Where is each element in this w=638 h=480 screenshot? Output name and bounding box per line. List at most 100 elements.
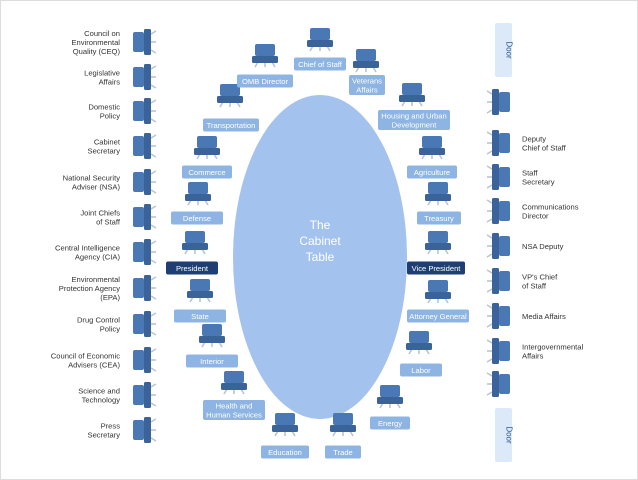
chair-icon	[486, 198, 510, 224]
left-wall-label: Adviser (NSA)	[72, 182, 121, 191]
chair-icon	[185, 182, 211, 206]
chair-icon	[486, 164, 510, 190]
chair-icon	[133, 98, 157, 124]
table-title: Table	[306, 250, 335, 264]
cabinet-seat[interactable]: Education	[261, 413, 309, 459]
chair-icon	[133, 311, 157, 337]
seat-label: Development	[392, 120, 438, 129]
cabinet-seat[interactable]: Trade	[325, 413, 361, 459]
cabinet-seat[interactable]: Labor	[400, 331, 442, 377]
cabinet-seat[interactable]: Agriculture	[407, 136, 457, 179]
chair-icon	[217, 84, 243, 108]
chair-icon	[353, 49, 379, 73]
cabinet-seat[interactable]: Energy	[370, 385, 410, 430]
left-wall-label: Secretary	[88, 430, 121, 439]
chair-icon	[182, 231, 208, 255]
seat-label: Commerce	[188, 168, 225, 177]
right-wall-seat[interactable]	[486, 371, 510, 397]
seat-label-box	[203, 118, 259, 132]
cabinet-seat[interactable]: Attorney General	[407, 280, 469, 323]
cabinet-seat[interactable]: Treasury	[417, 182, 461, 225]
right-wall-seat[interactable]: NSA Deputy	[486, 233, 564, 259]
chair-icon	[133, 239, 157, 265]
cabinet-seat[interactable]: Interior	[186, 324, 238, 368]
seat-label-box	[407, 309, 469, 323]
left-wall-label: Advisers (CEA)	[68, 360, 120, 369]
chair-icon	[419, 136, 445, 160]
chair-icon	[252, 44, 278, 68]
cabinet-seat[interactable]: President	[166, 231, 218, 275]
seat-label: Treasury	[424, 214, 454, 223]
cabinet-seat[interactable]: OMB Director	[237, 44, 293, 88]
chair-icon	[133, 64, 157, 90]
cabinet-table	[233, 95, 407, 419]
right-wall-label: of Staff	[522, 281, 547, 290]
cabinet-seat[interactable]: Chief of Staff	[294, 28, 346, 71]
seat-label: Human Services	[206, 410, 262, 419]
seat-label: Health and	[216, 401, 253, 410]
right-wall-label: Secretary	[522, 177, 555, 186]
right-wall-seat[interactable]	[486, 89, 510, 115]
seat-label-box	[261, 445, 309, 459]
left-wall-label: Environmental	[71, 38, 120, 47]
right-wall-seat[interactable]: Media Affairs	[486, 303, 566, 329]
chair-icon	[133, 133, 157, 159]
chair-icon	[221, 371, 247, 395]
seat-label: Veterans	[352, 76, 382, 85]
chair-icon	[399, 83, 425, 107]
left-wall-label: Agency (CIA)	[75, 252, 121, 261]
right-wall-label: Deputy	[522, 134, 546, 143]
right-wall-label: Chief of Staff	[522, 143, 567, 152]
left-wall-label: Drug Control	[77, 315, 120, 324]
door-panel	[495, 408, 512, 462]
cabinet-seat[interactable]: Vice President	[407, 231, 465, 275]
chair-icon	[377, 385, 403, 409]
chair-icon	[330, 413, 356, 437]
seat-label: Interior	[200, 357, 224, 366]
cabinet-seat[interactable]: Transportation	[203, 84, 259, 132]
chair-icon	[406, 331, 432, 355]
cabinet-seat[interactable]: State	[174, 279, 226, 323]
left-wall-label: Environmental	[71, 275, 120, 284]
seat-label-box	[407, 261, 465, 275]
seat-label: OMB Director	[242, 77, 288, 86]
right-wall-label: Affairs	[522, 351, 544, 360]
chair-icon	[486, 233, 510, 259]
seat-label-box	[186, 354, 238, 368]
chair-icon	[133, 29, 157, 55]
chair-icon	[425, 182, 451, 206]
door[interactable]: Door	[495, 408, 514, 462]
chair-icon	[199, 324, 225, 348]
left-wall-label: Affairs	[99, 77, 121, 86]
cabinet-seat[interactable]: Defense	[171, 182, 223, 225]
chair-icon	[486, 371, 510, 397]
seat-label-box	[166, 261, 218, 275]
door[interactable]: Door	[495, 23, 514, 77]
seat-label: Chief of Staff	[298, 60, 343, 69]
table-title: Cabinet	[299, 234, 341, 248]
seat-label-box	[171, 211, 223, 225]
right-wall-label: NSA Deputy	[522, 242, 564, 251]
cabinet-seat[interactable]: Commerce	[182, 136, 232, 179]
